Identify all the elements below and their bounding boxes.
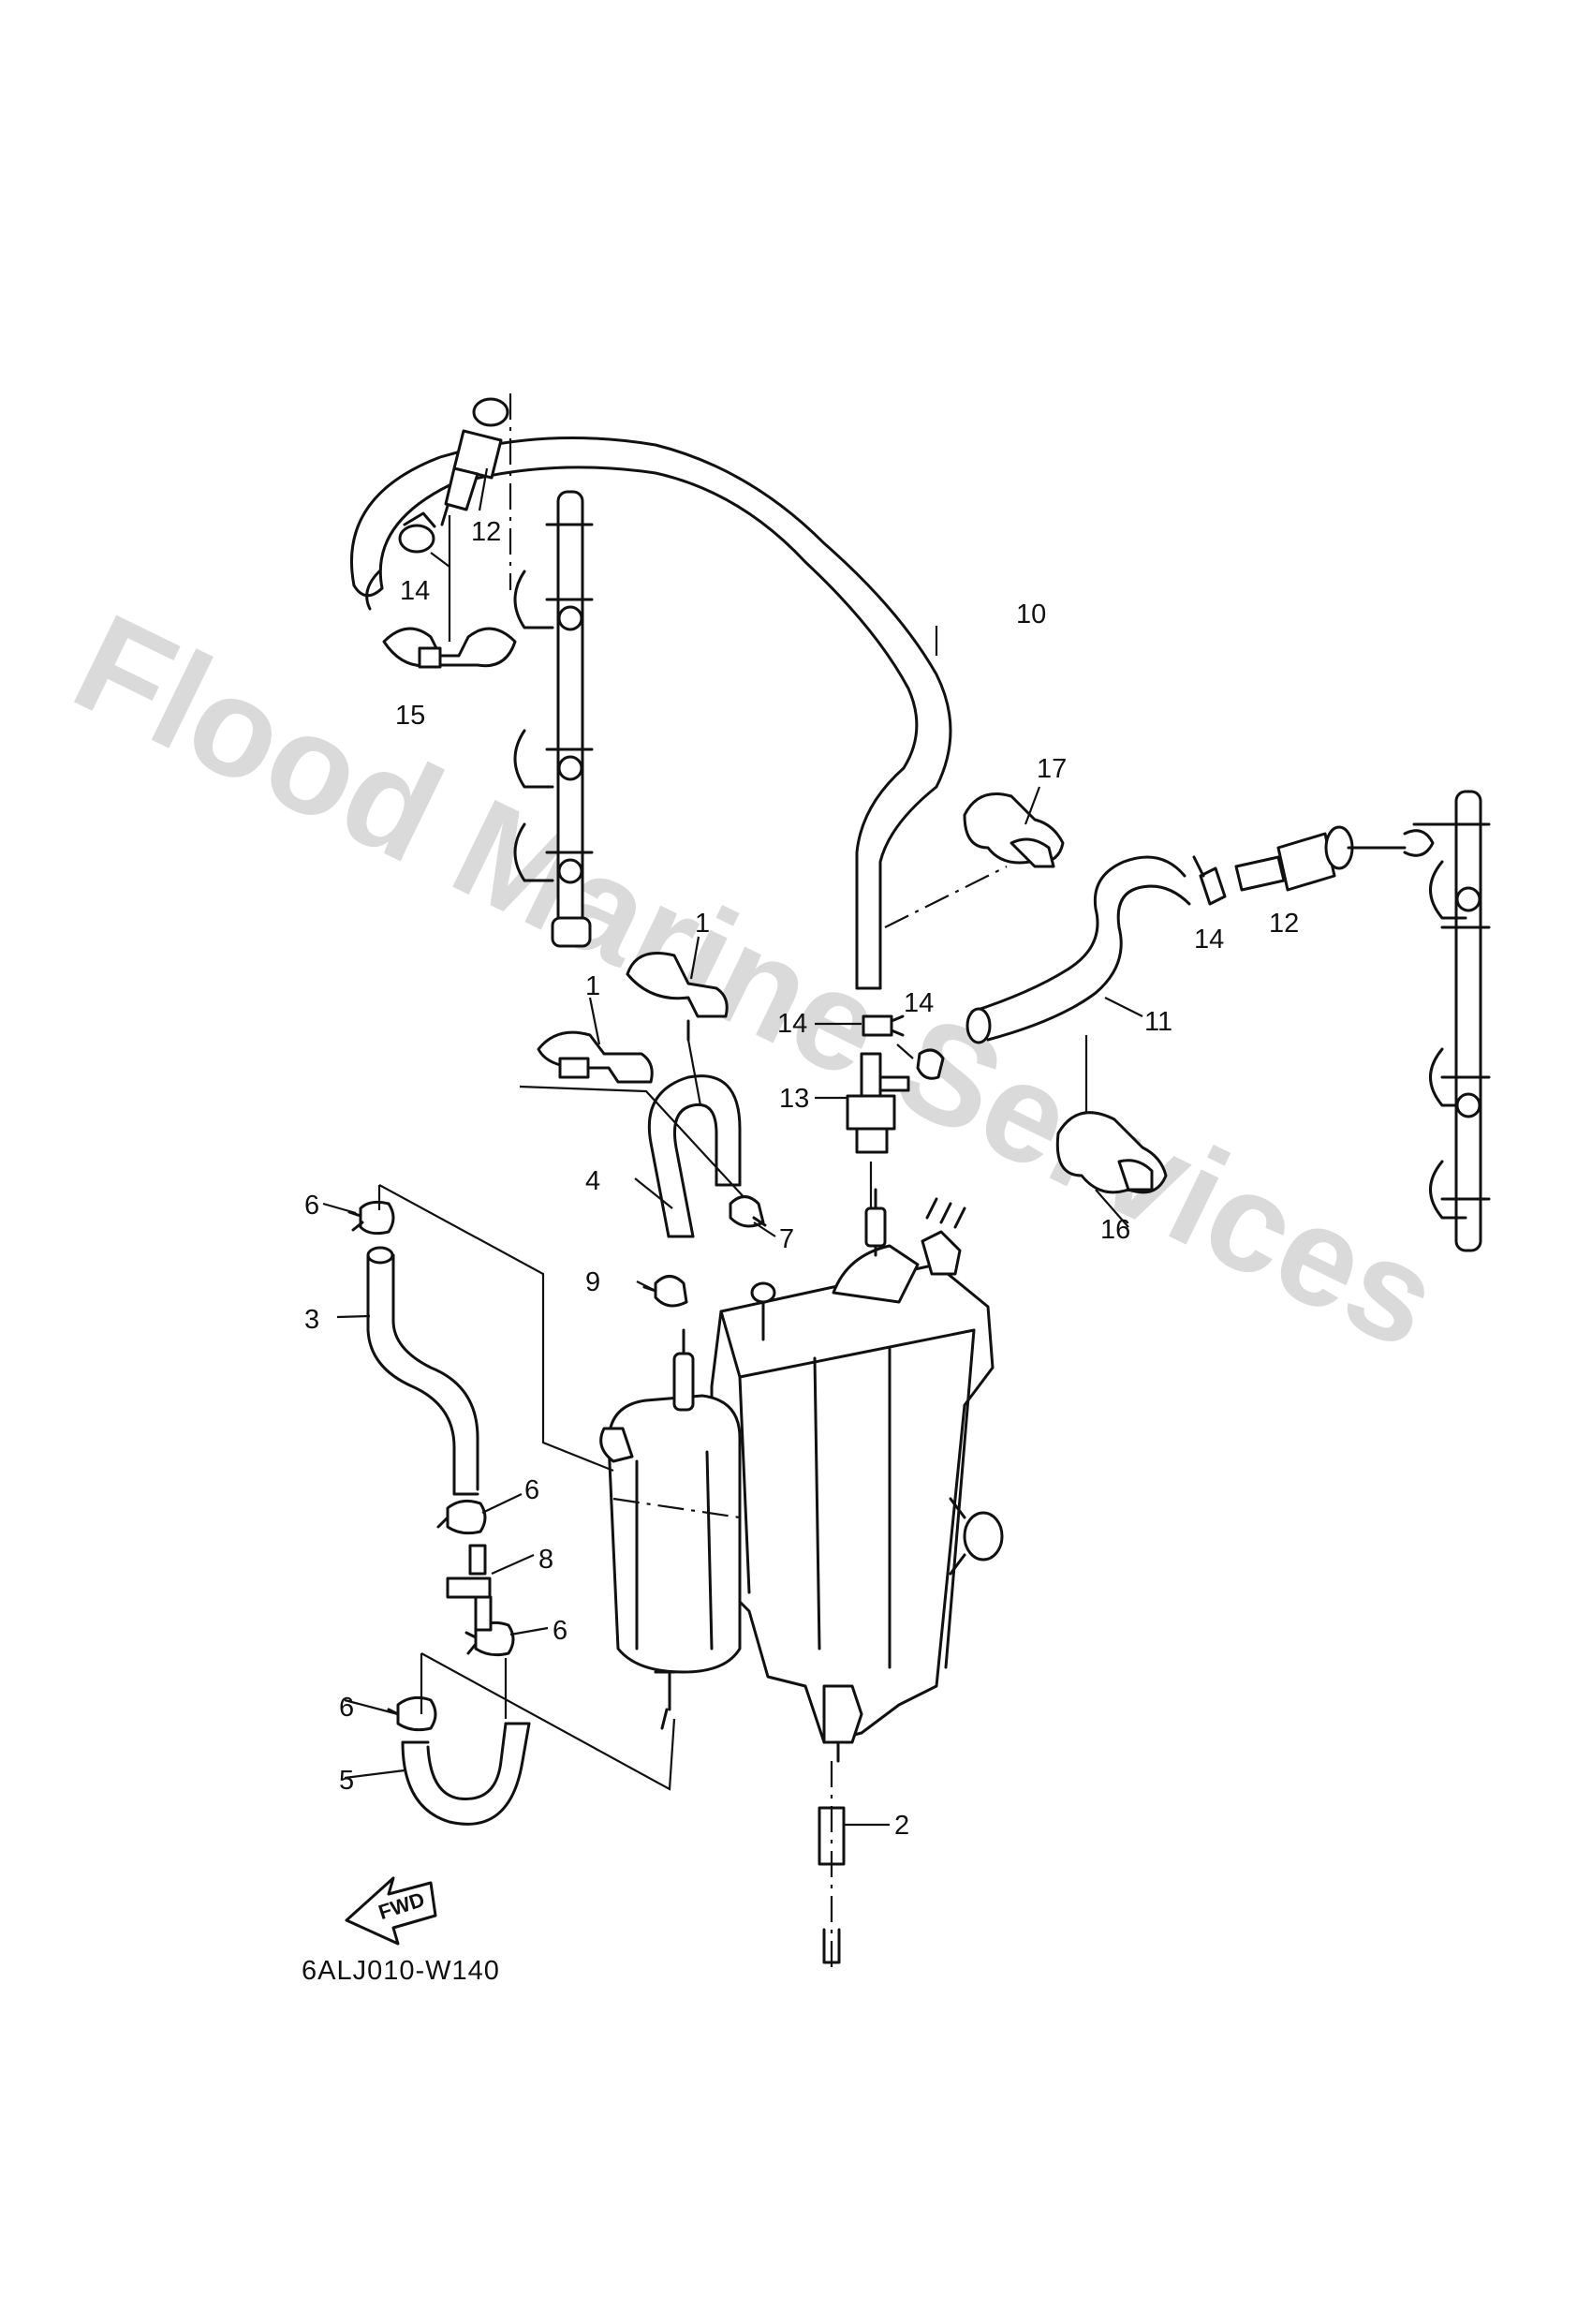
callout-10: 10 [1016,600,1046,629]
callout-11: 11 [1144,1007,1172,1037]
part-4-hose [647,1074,742,1238]
part-13-fitting [846,1052,910,1236]
fwd-arrow-icon: FWD [345,1876,437,1946]
part-14-clamp-center [862,1014,905,1037]
part-11-hose [965,855,1191,1115]
part-6-clamp-upper [347,1200,395,1236]
part-12-connector-top [440,397,509,526]
callout-1-upper: 1 [695,909,710,939]
callout-9: 9 [585,1267,600,1297]
callout-2: 2 [894,1811,909,1841]
part-5-hose [401,1722,531,1826]
diagram-code: 6ALJ010-W140 [302,1956,500,1986]
part-16-clip [1055,1111,1168,1194]
part-3-hose [366,1246,479,1496]
callout-leaders [322,467,1143,1827]
callout-5: 5 [339,1766,354,1796]
callout-8: 8 [538,1545,553,1575]
part-14-clamp-top-left [365,511,436,611]
fuel-rail-right [1412,790,1491,1252]
callout-6-top: 6 [304,1191,319,1221]
callout-1-lower: 1 [585,971,600,1001]
watermark-text: Flood Marine Services [52,584,1462,1379]
callout-14-top-left: 14 [400,576,430,606]
part-7-clamp [729,1195,767,1228]
callout-7: 7 [779,1224,794,1254]
part-8-tee-fitting [446,1544,493,1632]
vapor-separator-cylinder [599,1328,742,1730]
callout-3: 3 [304,1305,319,1335]
callout-17: 17 [1037,754,1067,784]
part-17-clip [884,792,1065,928]
callout-14-center-right: 14 [904,988,934,1018]
bracket-lines [377,1184,676,1791]
part-9-clamp [642,1275,688,1308]
callout-4: 4 [585,1166,600,1196]
callout-13: 13 [779,1084,809,1114]
part-1-clip-upper [626,952,729,1042]
fuel-rail-left [513,490,594,948]
part-14-clamp-center-right [916,1048,945,1080]
part-6-clamp-left [387,1695,437,1732]
part-12-connector-right [1234,825,1435,892]
part-15-clip [382,515,517,669]
fuel-filter-assembly [710,1188,1004,1763]
callout-14-center-left: 14 [777,1009,807,1039]
callout-6-middle: 6 [524,1475,539,1505]
callout-16: 16 [1100,1215,1130,1245]
callout-6-left: 6 [339,1693,354,1723]
part-2-drain-tube [818,1761,846,1967]
callout-6-right: 6 [553,1616,567,1646]
callout-12-top: 12 [471,517,501,547]
part-6-clamp-middle [436,1499,487,1535]
part-14-clamp-right [1192,855,1227,906]
callout-14-right: 14 [1194,925,1224,955]
part-1-clip-lower [519,1030,759,1214]
callout-12-right: 12 [1269,909,1299,939]
callouts: 1 1 2 3 4 5 6 6 6 6 7 8 9 10 11 12 12 13… [304,517,1299,1841]
callout-15: 15 [395,701,425,731]
